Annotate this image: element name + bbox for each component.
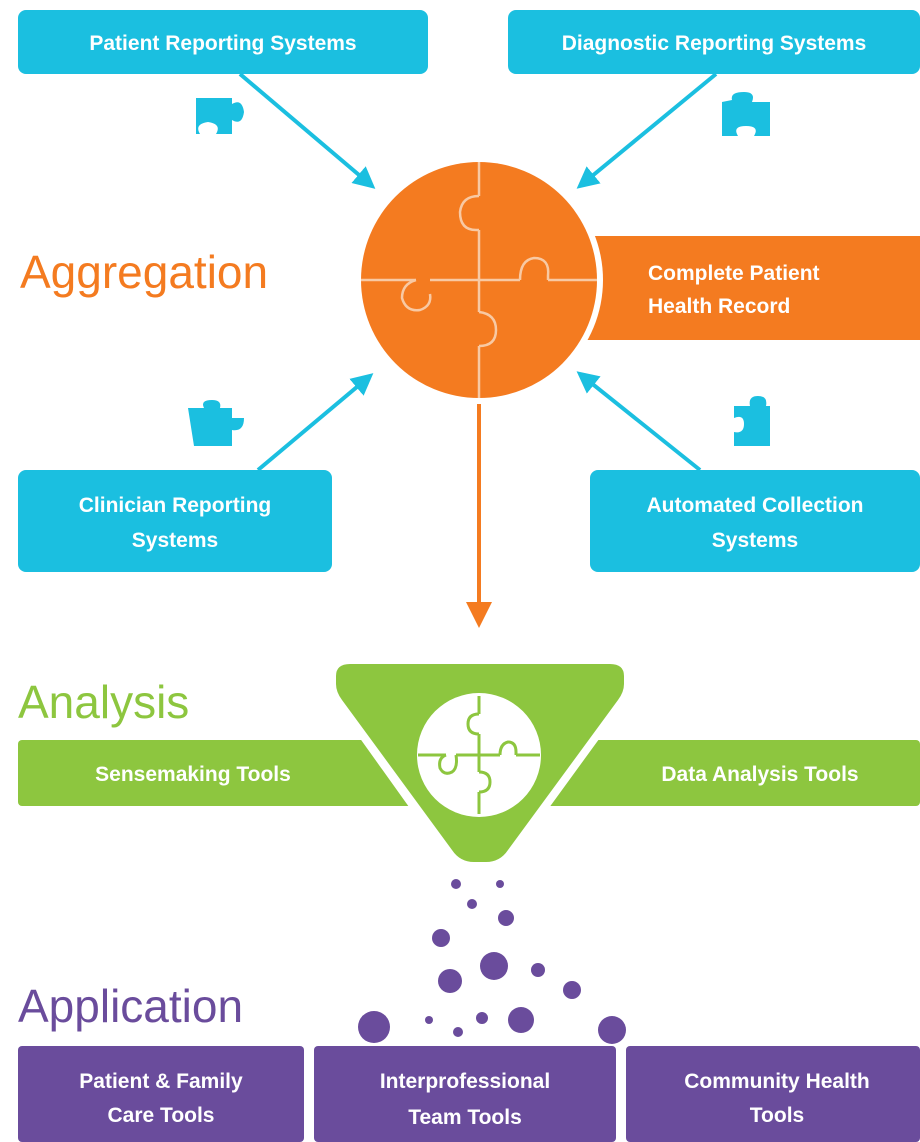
patient-family-line-2: Care Tools bbox=[108, 1104, 215, 1127]
sensemaking-tools-label: Sensemaking Tools bbox=[95, 763, 291, 786]
data-analysis-tools-label: Data Analysis Tools bbox=[661, 763, 858, 786]
diagnostic-reporting-label: Diagnostic Reporting Systems bbox=[562, 32, 867, 55]
automated-collection-line-2: Systems bbox=[712, 529, 798, 552]
patient-reporting-box: Patient Reporting Systems bbox=[18, 10, 428, 74]
arrow-automated-to-hub bbox=[576, 371, 702, 472]
community-health-tools-box: Community Health Tools bbox=[626, 1046, 920, 1142]
interprofessional-tools-box: Interprofessional Team Tools bbox=[314, 1046, 616, 1142]
patient-family-tools-box: Patient & Family Care Tools bbox=[18, 1046, 304, 1142]
diagnostic-reporting-box: Diagnostic Reporting Systems bbox=[508, 10, 920, 74]
complete-record-line-2: Health Record bbox=[648, 295, 790, 318]
clinician-reporting-line-2: Systems bbox=[132, 529, 218, 552]
puzzle-piece-icon bbox=[722, 92, 770, 136]
patient-family-line-1: Patient & Family bbox=[79, 1070, 243, 1093]
data-drops bbox=[358, 879, 626, 1044]
analysis-title: Analysis bbox=[18, 676, 189, 728]
automated-collection-box: Automated Collection Systems bbox=[590, 470, 920, 572]
complete-record-banner bbox=[560, 236, 920, 340]
community-health-line-2: Tools bbox=[750, 1104, 804, 1127]
aggregation-title: Aggregation bbox=[20, 246, 268, 298]
automated-collection-line-1: Automated Collection bbox=[646, 494, 863, 517]
interprofessional-line-2: Team Tools bbox=[408, 1106, 522, 1129]
arrow-patient-to-hub bbox=[238, 72, 376, 189]
clinician-reporting-box: Clinician Reporting Systems bbox=[18, 470, 332, 572]
arrow-diagnostic-to-hub bbox=[576, 72, 718, 189]
puzzle-piece-icon bbox=[196, 98, 244, 134]
clinician-reporting-line-1: Clinician Reporting bbox=[79, 494, 272, 517]
puzzle-icon bbox=[361, 162, 597, 398]
community-health-line-1: Community Health bbox=[684, 1070, 870, 1093]
complete-record-line-1: Complete Patient bbox=[648, 262, 820, 285]
application-title: Application bbox=[18, 980, 243, 1032]
interprofessional-line-1: Interprofessional bbox=[380, 1070, 550, 1093]
arrow-head bbox=[466, 602, 492, 628]
arrow-clinician-to-hub bbox=[256, 373, 374, 472]
puzzle-piece-icon bbox=[188, 400, 244, 446]
puzzle-icon bbox=[418, 696, 540, 814]
aggregation-hub: Complete Patient Health Record bbox=[355, 156, 920, 404]
analysis-funnel bbox=[328, 658, 632, 870]
puzzle-piece-icon bbox=[734, 396, 770, 446]
patient-reporting-label: Patient Reporting Systems bbox=[89, 32, 356, 55]
